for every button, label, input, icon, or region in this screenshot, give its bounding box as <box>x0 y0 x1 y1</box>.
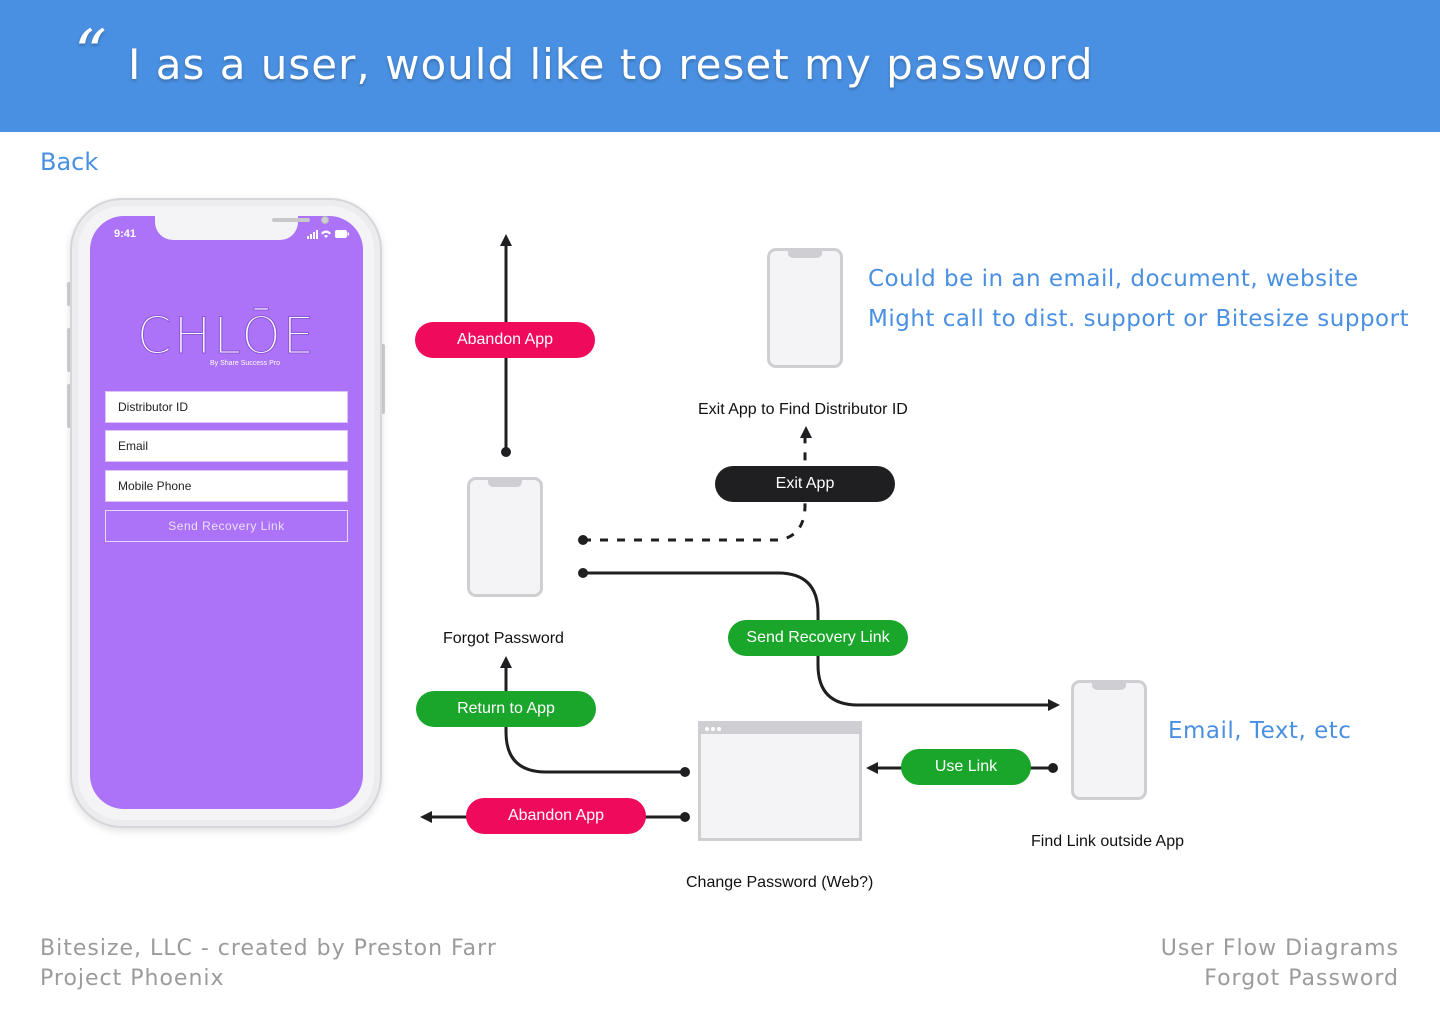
arrow-up-forgot-password <box>500 656 512 668</box>
signal-icon <box>307 230 318 239</box>
exit-app-pill: Exit App <box>715 466 895 502</box>
exit-app-find-id-label: Exit App to Find Distributor ID <box>698 401 908 418</box>
page-title: I as a user, would like to reset my pass… <box>128 40 1094 89</box>
find-link-outside-label: Find Link outside App <box>1031 833 1184 850</box>
battery-icon <box>335 230 349 238</box>
quote-mark: “ <box>74 17 107 91</box>
send-recovery-link-button[interactable]: Send Recovery Link <box>105 510 348 542</box>
arrow-right-find-link <box>1048 699 1060 711</box>
change-password-label: Change Password (Web?) <box>686 874 874 891</box>
logo-subtitle: By Share Success Pro <box>209 360 280 367</box>
exit-note-line-1: Could be in an email, document, website <box>868 266 1359 292</box>
footer-doc-type: User Flow Diagrams <box>1160 936 1399 961</box>
arrow-up-exit <box>800 426 812 438</box>
phone-notch <box>155 216 329 240</box>
arrow-up-abandon <box>500 234 512 246</box>
return-to-app-connector <box>504 668 684 774</box>
connector-dot <box>578 535 588 545</box>
exit-note-line-2: Might call to dist. support or Bitesize … <box>868 306 1410 332</box>
wifi-icon <box>321 230 331 238</box>
change-password-browser-node <box>698 721 862 841</box>
header-banner: “ I as a user, would like to reset my pa… <box>0 0 1440 132</box>
abandon-app-top-pill: Abandon App <box>415 322 595 358</box>
footer-credit: Bitesize, LLC - created by Preston Farr <box>40 936 497 961</box>
email-field[interactable]: Email <box>105 430 348 462</box>
connector-dot <box>680 812 690 822</box>
chloe-logo: CHLŌE <box>136 307 317 365</box>
footer-flow-name: Forgot Password <box>1204 966 1399 991</box>
forgot-password-label: Forgot Password <box>443 630 564 647</box>
back-link[interactable]: Back <box>40 148 99 176</box>
status-icons <box>307 230 349 239</box>
footer-right: User Flow Diagrams Forgot Password <box>1161 934 1399 994</box>
mobile-phone-field[interactable]: Mobile Phone <box>105 470 348 502</box>
connector-dot <box>1048 763 1058 773</box>
phone-volume-up-button <box>67 328 71 372</box>
phone-volume-down-button <box>67 384 71 428</box>
arrow-left-abandon <box>420 811 432 823</box>
connector-dot <box>578 568 588 578</box>
browser-dot-icon <box>711 727 715 731</box>
arrow-left-change-password <box>866 762 878 774</box>
send-recovery-link-pill: Send Recovery Link <box>728 620 908 656</box>
footer-left: Bitesize, LLC - created by Preston Farr … <box>40 934 497 994</box>
exit-app-screen-node <box>767 248 843 368</box>
phone-power-button <box>381 344 385 414</box>
phone-side-button <box>67 282 71 306</box>
link-note: Email, Text, etc <box>1168 718 1352 744</box>
connector-dot <box>680 767 690 777</box>
camera-icon <box>321 216 329 224</box>
use-link-pill: Use Link <box>901 749 1031 785</box>
connector-dot <box>501 447 511 457</box>
phone-screen: 9:41 CHLŌE By Share Success Pro Distribu… <box>90 216 363 809</box>
speaker-grille <box>272 218 310 222</box>
footer-project: Project Phoenix <box>40 966 225 991</box>
return-to-app-pill: Return to App <box>416 691 596 727</box>
distributor-id-field[interactable]: Distributor ID <box>105 391 348 423</box>
status-time: 9:41 <box>114 228 137 240</box>
browser-title-bar <box>701 724 859 734</box>
forgot-password-screen-node <box>467 477 543 597</box>
browser-dot-icon <box>717 727 721 731</box>
abandon-app-bottom-pill: Abandon App <box>466 798 646 834</box>
exit-app-connector <box>583 438 807 542</box>
browser-dot-icon <box>705 727 709 731</box>
find-link-screen-node <box>1071 680 1147 800</box>
